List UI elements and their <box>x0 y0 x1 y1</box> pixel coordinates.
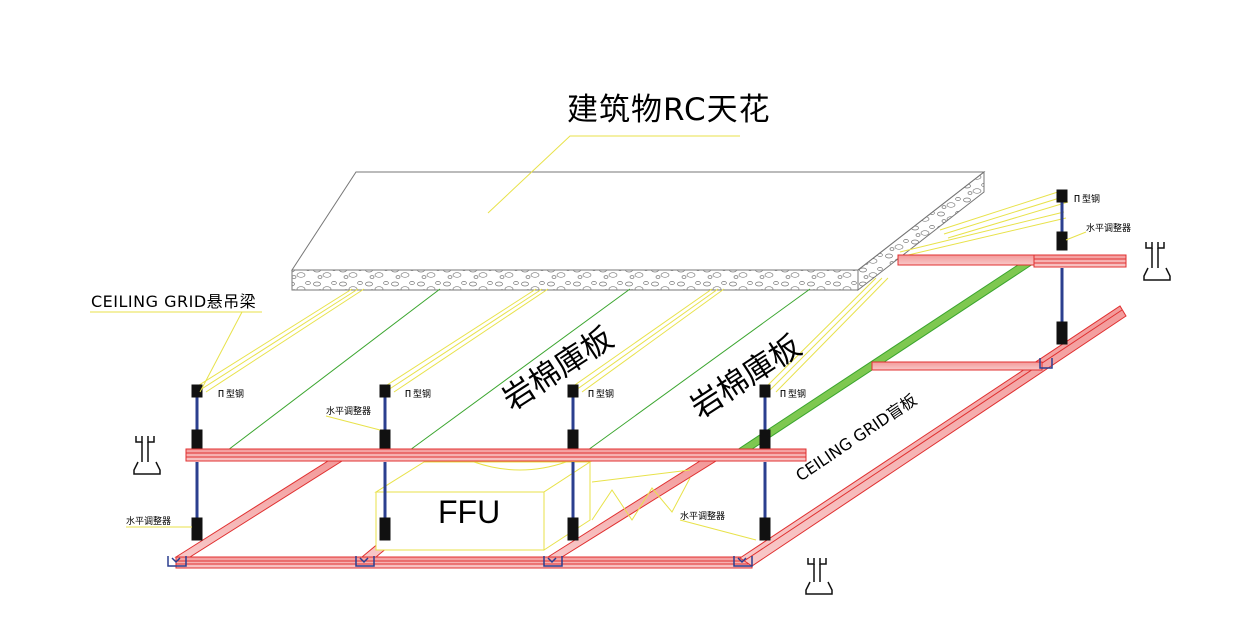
blue-brackets <box>167 358 1053 567</box>
level-adjuster-tag-4: 水平调整器 <box>680 512 726 522</box>
profile-upper-right <box>1143 242 1171 281</box>
level-adjuster-tag-3: 水平调整器 <box>126 517 172 527</box>
ceiling-grid-hanger-label: CEILING GRID悬吊梁 <box>91 292 257 311</box>
rc-ceiling-slab <box>291 170 986 292</box>
ffu-box <box>374 461 691 551</box>
level-adjusters <box>191 189 1068 541</box>
red-grid <box>174 254 1127 569</box>
level-adjuster-tag-1: 水平调整器 <box>1086 224 1132 234</box>
level-adjuster-tag-2: 水平调整器 <box>326 407 372 417</box>
ffu-label: FFU <box>438 494 501 530</box>
profile-bottom <box>805 558 833 595</box>
label-leaders <box>90 231 1087 541</box>
yellow-hanger-lines <box>195 189 1069 393</box>
channel-steel-icon: П <box>405 389 412 400</box>
channel-steel-icon: П <box>588 389 595 400</box>
title-leader <box>487 135 740 214</box>
channel-steel-icon: П <box>780 389 787 400</box>
diagram-title: 建筑物RC天花 <box>567 92 771 128</box>
grid-profile-symbols <box>133 242 1171 595</box>
channel-steel-icon: П <box>1074 194 1081 205</box>
hanger-rods <box>195 200 1064 520</box>
profile-left <box>133 436 161 475</box>
channel-steel-icon: П <box>218 389 225 400</box>
